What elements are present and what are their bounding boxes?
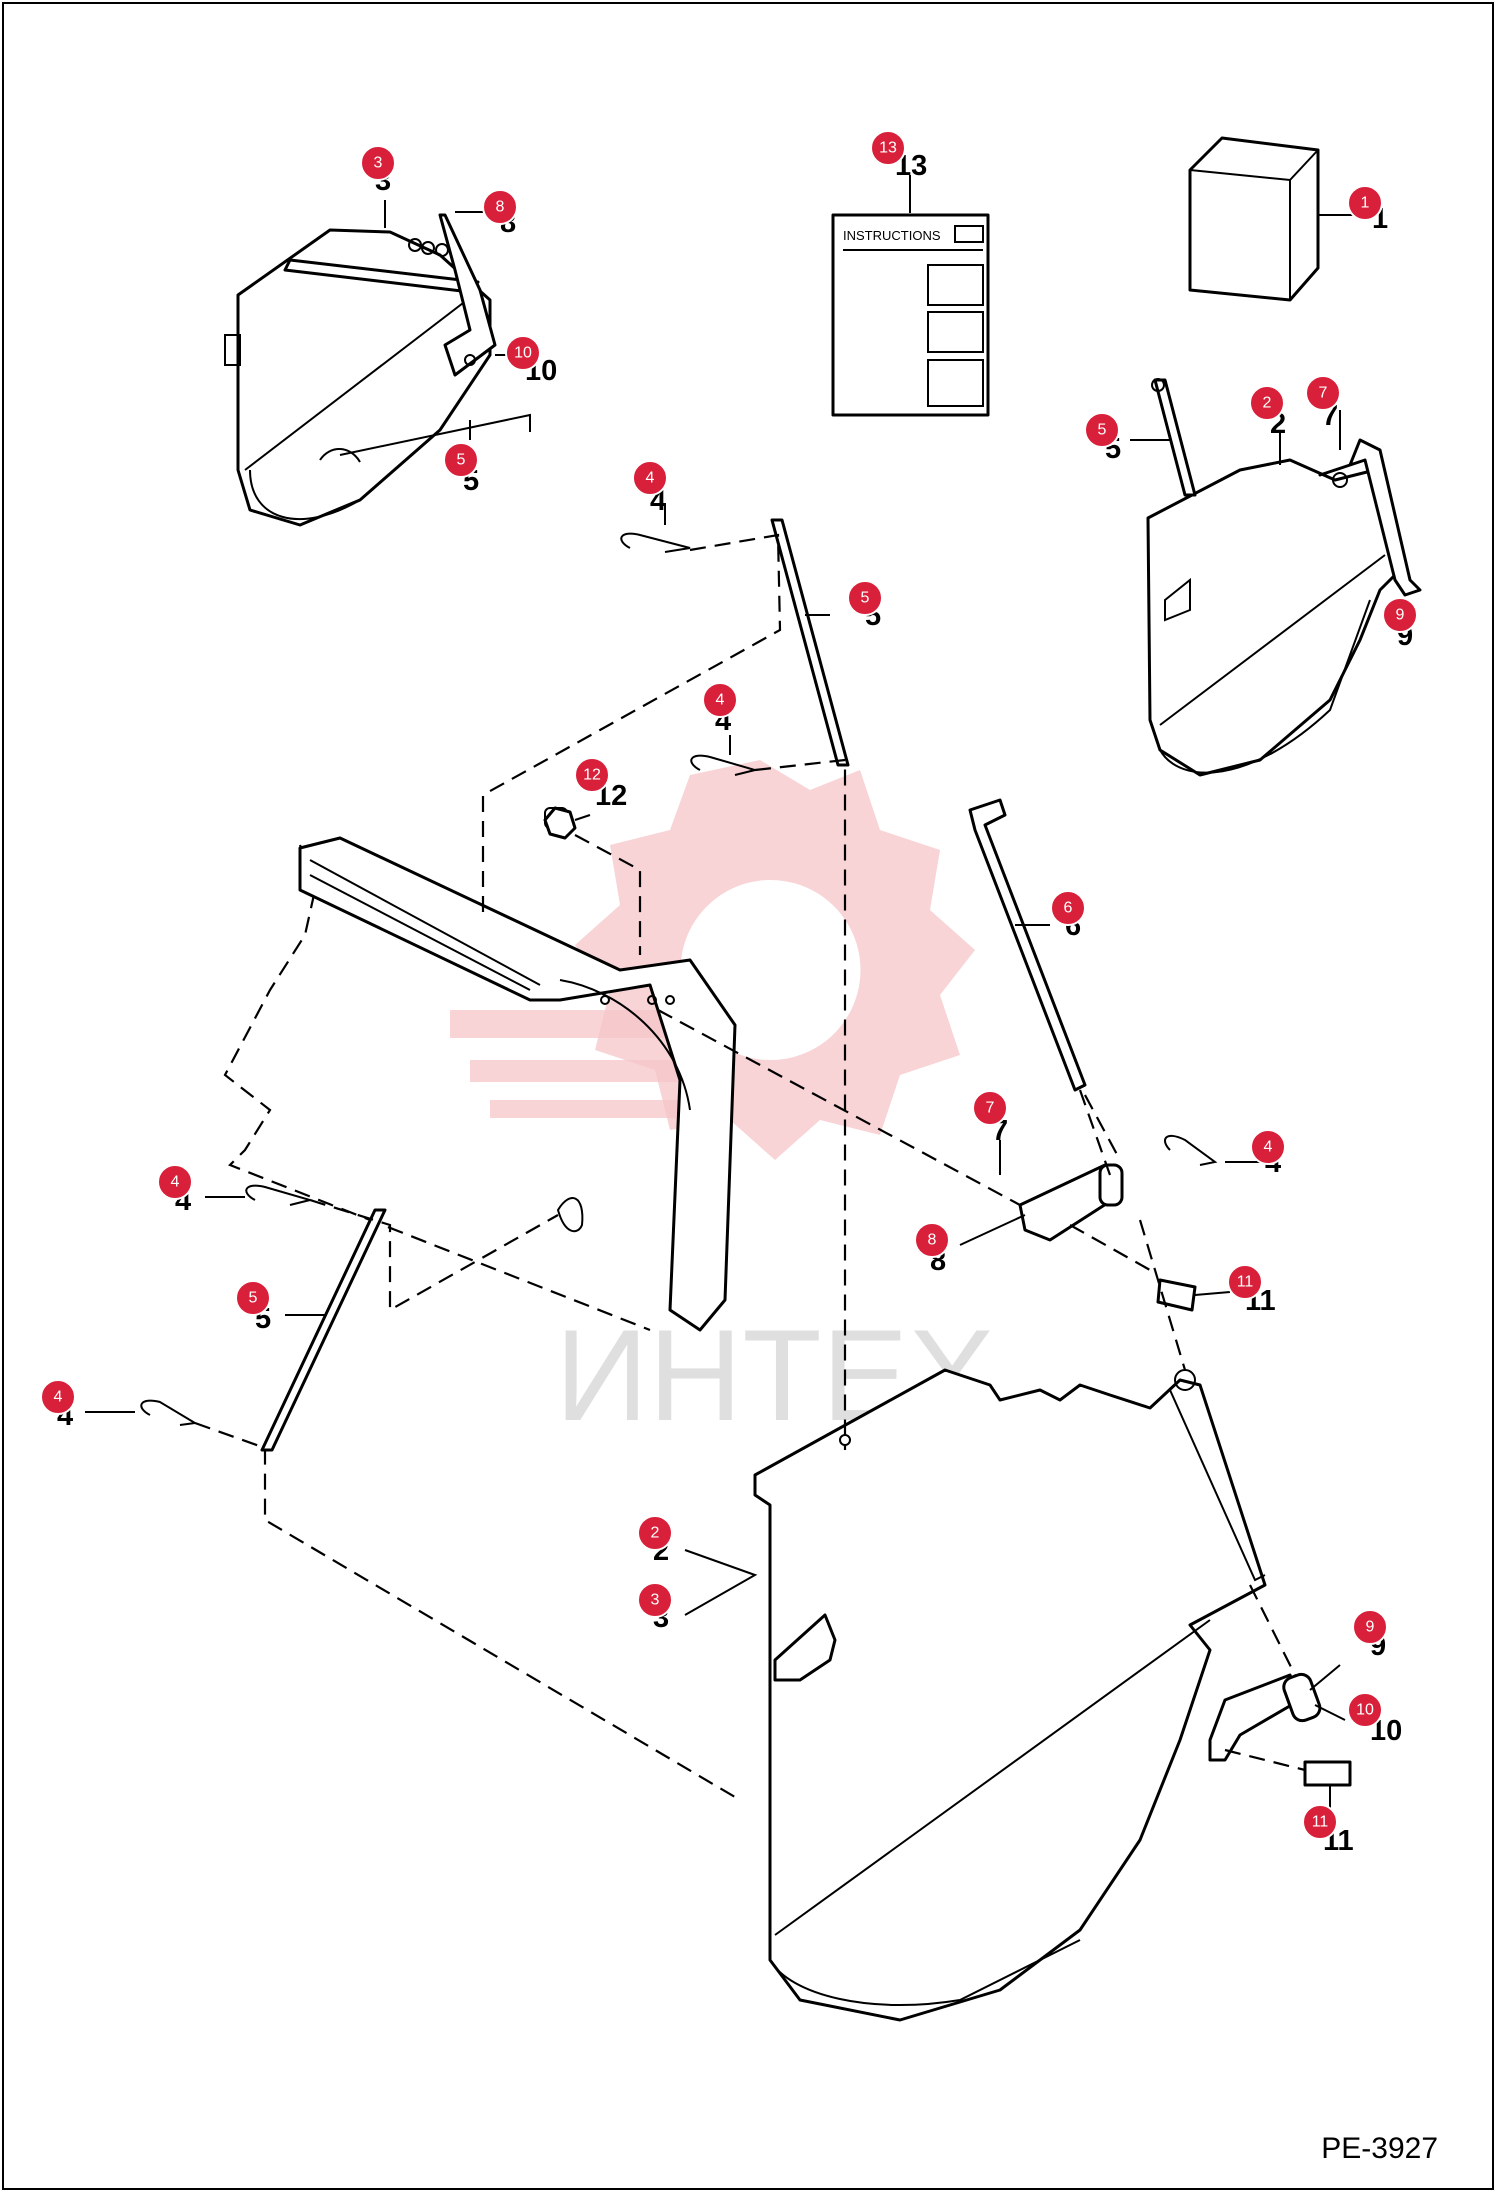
hinge-bracket-center bbox=[959, 1140, 1231, 1312]
callout-badges: 1 13 3 8 10 5 5 2 7 9 4 5 4 12 6 7 4 8 1… bbox=[40, 130, 1418, 1840]
part-12-nut bbox=[543, 806, 577, 840]
svg-text:12: 12 bbox=[583, 767, 601, 784]
part-13-instructions: INSTRUCTIONS bbox=[831, 175, 990, 417]
badge-3-a[interactable]: 3 bbox=[360, 145, 396, 181]
badge-2-b[interactable]: 2 bbox=[637, 1515, 673, 1551]
badge-10-a[interactable]: 10 bbox=[505, 335, 541, 371]
badge-10-b[interactable]: 10 bbox=[1347, 1692, 1383, 1728]
top-left-assembly bbox=[224, 200, 531, 527]
svg-text:6: 6 bbox=[1064, 900, 1073, 917]
badge-8-a[interactable]: 8 bbox=[482, 189, 518, 225]
top-right-assembly bbox=[1130, 378, 1422, 777]
badge-4-e[interactable]: 4 bbox=[40, 1379, 76, 1415]
part-6-rod bbox=[968, 798, 1087, 1092]
badge-4-c[interactable]: 4 bbox=[1250, 1129, 1286, 1165]
badge-12[interactable]: 12 bbox=[574, 757, 610, 793]
part-1-box bbox=[1188, 136, 1360, 302]
badge-3-b[interactable]: 3 bbox=[637, 1582, 673, 1618]
assembly-paths bbox=[194, 533, 1306, 1801]
part-4-hairpins bbox=[85, 505, 1260, 1426]
svg-text:5: 5 bbox=[861, 590, 870, 607]
svg-text:2: 2 bbox=[651, 1525, 660, 1542]
badge-11-a[interactable]: 11 bbox=[1227, 1264, 1263, 1300]
svg-text:4: 4 bbox=[171, 1174, 180, 1191]
svg-text:11: 11 bbox=[1312, 1814, 1329, 1831]
svg-text:9: 9 bbox=[1366, 1619, 1375, 1636]
instructions-label: INSTRUCTIONS bbox=[843, 228, 941, 243]
badge-8-b[interactable]: 8 bbox=[914, 1222, 950, 1258]
svg-text:4: 4 bbox=[1264, 1139, 1273, 1156]
badge-5-a[interactable]: 5 bbox=[443, 442, 479, 478]
large-deflector bbox=[753, 1368, 1267, 2022]
badge-9-a[interactable]: 9 bbox=[1382, 597, 1418, 633]
svg-text:5: 5 bbox=[457, 452, 466, 469]
svg-text:5: 5 bbox=[249, 1290, 258, 1307]
badge-4-b[interactable]: 4 bbox=[702, 682, 738, 718]
part-5-rods bbox=[260, 518, 850, 1452]
svg-text:5: 5 bbox=[1098, 422, 1107, 439]
svg-text:2: 2 bbox=[1263, 395, 1272, 412]
badge-4-d[interactable]: 4 bbox=[157, 1164, 193, 1200]
badge-7-a[interactable]: 7 bbox=[1305, 375, 1341, 411]
svg-text:4: 4 bbox=[646, 470, 655, 487]
badge-5-b[interactable]: 5 bbox=[1084, 412, 1120, 448]
svg-text:13: 13 bbox=[879, 140, 897, 157]
svg-text:10: 10 bbox=[514, 345, 532, 362]
svg-text:1: 1 bbox=[1361, 195, 1370, 212]
hinge-bracket-right bbox=[1208, 1664, 1352, 1810]
svg-text:4: 4 bbox=[716, 692, 725, 709]
main-frame-outline bbox=[223, 807, 737, 1332]
svg-text:3: 3 bbox=[374, 155, 383, 172]
badge-2-a[interactable]: 2 bbox=[1249, 385, 1285, 421]
badge-9-b[interactable]: 9 bbox=[1352, 1609, 1388, 1645]
svg-text:8: 8 bbox=[928, 1232, 937, 1249]
svg-text:7: 7 bbox=[1319, 385, 1328, 402]
svg-text:11: 11 bbox=[1237, 1274, 1254, 1291]
badge-7-b[interactable]: 7 bbox=[972, 1090, 1008, 1126]
badge-11-b[interactable]: 11 bbox=[1302, 1804, 1338, 1840]
badge-5-d[interactable]: 5 bbox=[235, 1280, 271, 1316]
leaders bbox=[285, 614, 1050, 1616]
svg-text:8: 8 bbox=[496, 199, 505, 216]
svg-text:3: 3 bbox=[651, 1592, 660, 1609]
badge-5-c[interactable]: 5 bbox=[847, 580, 883, 616]
badge-6[interactable]: 6 bbox=[1050, 890, 1086, 926]
badge-4-a[interactable]: 4 bbox=[632, 460, 668, 496]
svg-text:10: 10 bbox=[1356, 1702, 1374, 1719]
drawing-code: PE-3927 bbox=[1321, 2132, 1438, 2165]
badge-1[interactable]: 1 bbox=[1347, 185, 1383, 221]
svg-text:4: 4 bbox=[54, 1389, 63, 1406]
svg-text:7: 7 bbox=[986, 1100, 995, 1117]
badge-13[interactable]: 13 bbox=[870, 130, 906, 166]
svg-text:9: 9 bbox=[1396, 607, 1405, 624]
